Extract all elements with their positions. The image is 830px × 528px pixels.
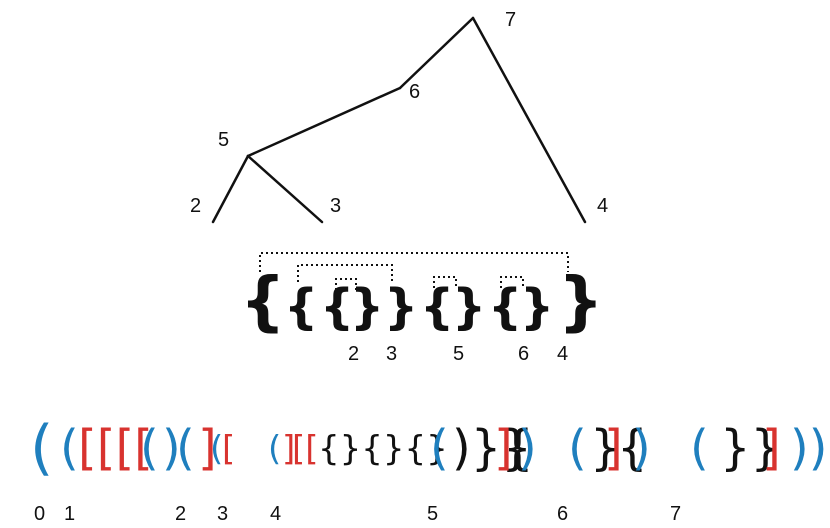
- sequence-token: (: [176, 420, 195, 476]
- sequence-token: (: [568, 420, 587, 476]
- link-outer: [259, 252, 569, 272]
- brace-6-close: }: [520, 279, 555, 335]
- index-label-2: 2: [175, 503, 187, 525]
- sequence-token: ): [518, 420, 537, 476]
- sequence-token: (: [690, 420, 709, 476]
- bracket-sequence: (([[[[()(]([(][[{}{}{}()}}]{)(}]{)(}}])): [0, 418, 830, 488]
- sequence-token: ]: [494, 420, 513, 476]
- index-label-5: 5: [427, 503, 439, 525]
- brace-5-open: {: [284, 279, 319, 335]
- node-label-6: 6: [409, 81, 421, 103]
- brace-outer-open: {: [240, 265, 286, 339]
- sequence-token: }: [590, 420, 621, 476]
- sequence-token: ]: [198, 420, 217, 476]
- brace-23-open: {: [320, 279, 355, 335]
- sequence-token: {: [617, 420, 648, 476]
- node-label-3: 3: [330, 195, 342, 217]
- node-label-4: 4: [597, 195, 609, 217]
- sequence-token: (: [30, 413, 54, 483]
- sequence-token: (: [60, 420, 79, 476]
- sequence-token: (: [140, 420, 159, 476]
- sequence-token: ]: [604, 420, 623, 476]
- brace-56-close: }: [452, 279, 487, 335]
- link-23: [335, 278, 357, 290]
- sequence-token: ): [162, 420, 181, 476]
- brace-label-6: 6: [518, 343, 530, 365]
- sequence-token: }}: [720, 420, 782, 476]
- sequence-token: ]: [762, 420, 781, 476]
- sequence-token: (: [210, 429, 224, 469]
- sequence-token: (: [268, 429, 282, 469]
- edge-6-5: [246, 86, 402, 158]
- brace-outer-close: }: [558, 265, 604, 339]
- edge-7-4: [471, 16, 587, 224]
- node-label-7: 7: [505, 9, 517, 31]
- index-label-1: 1: [64, 503, 76, 525]
- edge-5-2: [211, 154, 250, 224]
- tree-edges: [211, 16, 587, 224]
- node-label-5: 5: [218, 129, 230, 151]
- brace-6-open: {: [488, 279, 523, 335]
- brace-label-3: 3: [386, 343, 398, 365]
- sequence-token: [[[[: [78, 420, 153, 476]
- index-label-4: 4: [270, 503, 282, 525]
- sequence-token: {: [503, 420, 534, 476]
- brace-56-open: {: [420, 279, 455, 335]
- edge-5-3: [246, 154, 324, 224]
- index-label-6: 6: [557, 503, 569, 525]
- sequence-token: {}{}{}: [318, 429, 448, 469]
- sequence-token: )}}: [452, 420, 532, 476]
- brace-label-2: 2: [348, 343, 360, 365]
- sequence-token: [[: [292, 429, 319, 469]
- sequence-token: [: [222, 429, 236, 469]
- edge-7-6: [398, 16, 475, 90]
- link-6: [500, 276, 524, 288]
- sequence-token: ]: [282, 429, 296, 469]
- index-label-0: 0: [34, 503, 46, 525]
- sequence-token: (: [430, 420, 449, 476]
- brace-links: [259, 252, 569, 290]
- index-label-3: 3: [217, 503, 229, 525]
- brace-label-5: 5: [453, 343, 465, 365]
- brace-5-close: }: [384, 279, 419, 335]
- node-label-2: 2: [190, 195, 202, 217]
- sequence-token: ): [632, 420, 651, 476]
- sequence-token: )): [790, 420, 828, 476]
- index-label-7: 7: [670, 503, 682, 525]
- link-56: [433, 276, 457, 288]
- brace-label-4: 4: [557, 343, 569, 365]
- brace-23-close: }: [350, 279, 385, 335]
